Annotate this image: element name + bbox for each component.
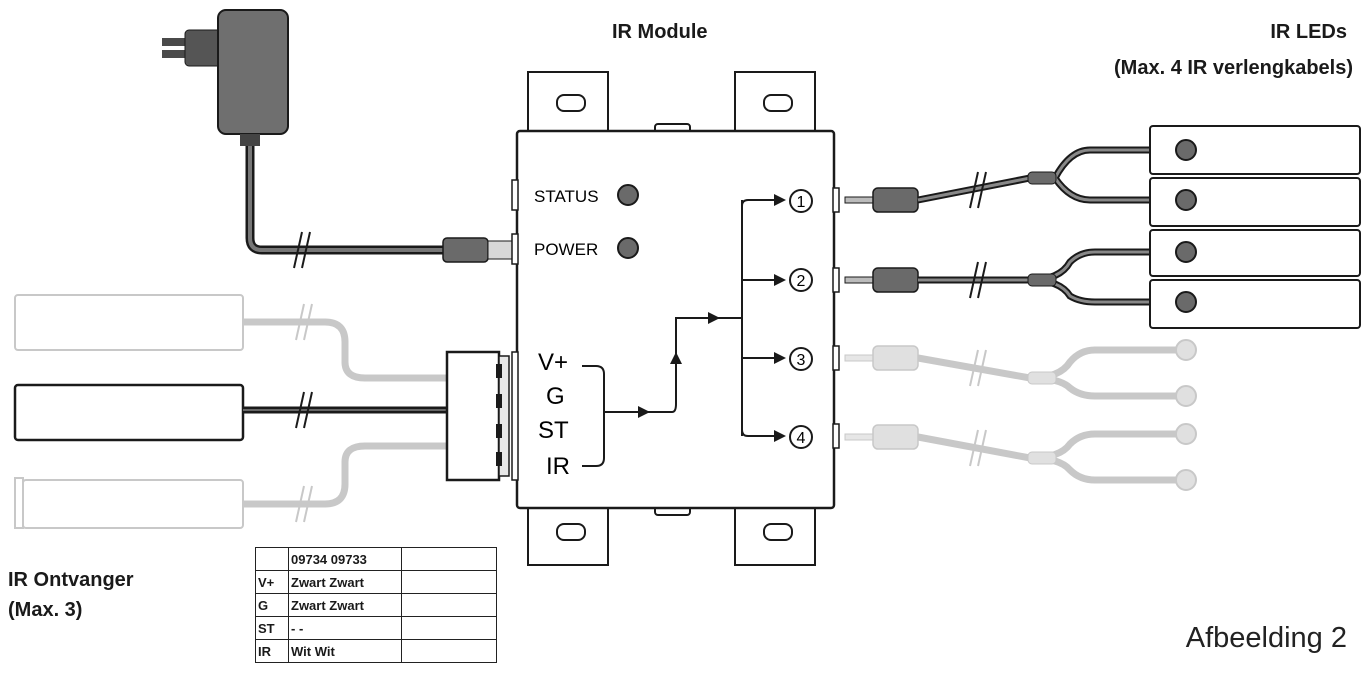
- table-cell: [401, 593, 497, 617]
- output-1-label: 1: [797, 194, 806, 211]
- table-row: G Zwart Zwart: [255, 593, 497, 617]
- output-4-label: 4: [797, 430, 806, 447]
- module-side-tabs: [511, 179, 840, 481]
- output-ports: 1 2 3 4: [789, 189, 813, 449]
- ir-led-cable-4: [844, 423, 1197, 491]
- table-cell: ST: [255, 616, 289, 640]
- ir-receiver-subtitle: (Max. 3): [8, 599, 83, 621]
- pin-g-label: G: [546, 383, 565, 410]
- status-led-icon: [617, 184, 639, 206]
- terminal-block: [445, 350, 510, 482]
- ir-led-cable-2: [844, 248, 1180, 306]
- table-cell: 09734 09733: [288, 547, 402, 571]
- table-row: ST - -: [255, 616, 497, 640]
- table-cell: [401, 547, 497, 571]
- table-cell: - -: [288, 616, 402, 640]
- ir-led-emitter-icon: [1175, 189, 1197, 211]
- ir-receiver-2-active: [13, 383, 447, 442]
- ir-led-emitter-icon: [1175, 241, 1197, 263]
- table-cell: [401, 616, 497, 640]
- pin-st-label: ST: [538, 417, 569, 444]
- output-2-label: 2: [797, 273, 806, 290]
- ir-led-boxes: [1149, 125, 1361, 329]
- ir-leds-subtitle: (Max. 4 IR verlengkabels): [1114, 57, 1353, 79]
- table-row: 09734 09733: [255, 547, 497, 571]
- pin-vplus-label: V+: [538, 349, 568, 376]
- table-row: V+ Zwart Zwart: [255, 570, 497, 594]
- table-cell: [255, 547, 289, 571]
- ir-led-emitter-icon: [1175, 291, 1197, 313]
- table-cell: IR: [255, 639, 289, 663]
- wiring-table: 09734 09733 V+ Zwart Zwart G Zwart Zwart…: [255, 547, 497, 663]
- ir-receiver-1-inactive: [14, 294, 447, 382]
- table-cell: Zwart Zwart: [288, 593, 402, 617]
- signal-arrowheads: [638, 194, 786, 442]
- table-cell: [401, 570, 497, 594]
- figure-caption: Afbeelding 2: [1185, 622, 1347, 654]
- power-label: POWER: [534, 240, 598, 259]
- table-cell: V+: [255, 570, 289, 594]
- ir-led-emitter-icon: [1175, 139, 1197, 161]
- table-cell: Wit Wit: [288, 639, 402, 663]
- power-led-icon: [617, 237, 639, 259]
- table-cell: G: [255, 593, 289, 617]
- pin-ir-label: IR: [546, 453, 570, 480]
- ir-receiver-title: IR Ontvanger: [8, 569, 134, 591]
- pin-labels: V+ G ST IR: [538, 349, 570, 480]
- ir-led-cable-3: [844, 339, 1197, 407]
- ir-leds-title: IR LEDs: [1270, 21, 1347, 43]
- table-row: IR Wit Wit: [255, 639, 497, 663]
- ir-module-title: IR Module: [612, 21, 708, 43]
- output-3-label: 3: [797, 352, 806, 369]
- power-adapter: [162, 9, 515, 269]
- ir-led-cable-1: [844, 146, 1180, 213]
- table-cell: [401, 639, 497, 663]
- table-cell: Zwart Zwart: [288, 570, 402, 594]
- status-label: STATUS: [534, 187, 599, 206]
- ir-receiver-3-inactive: [14, 442, 447, 529]
